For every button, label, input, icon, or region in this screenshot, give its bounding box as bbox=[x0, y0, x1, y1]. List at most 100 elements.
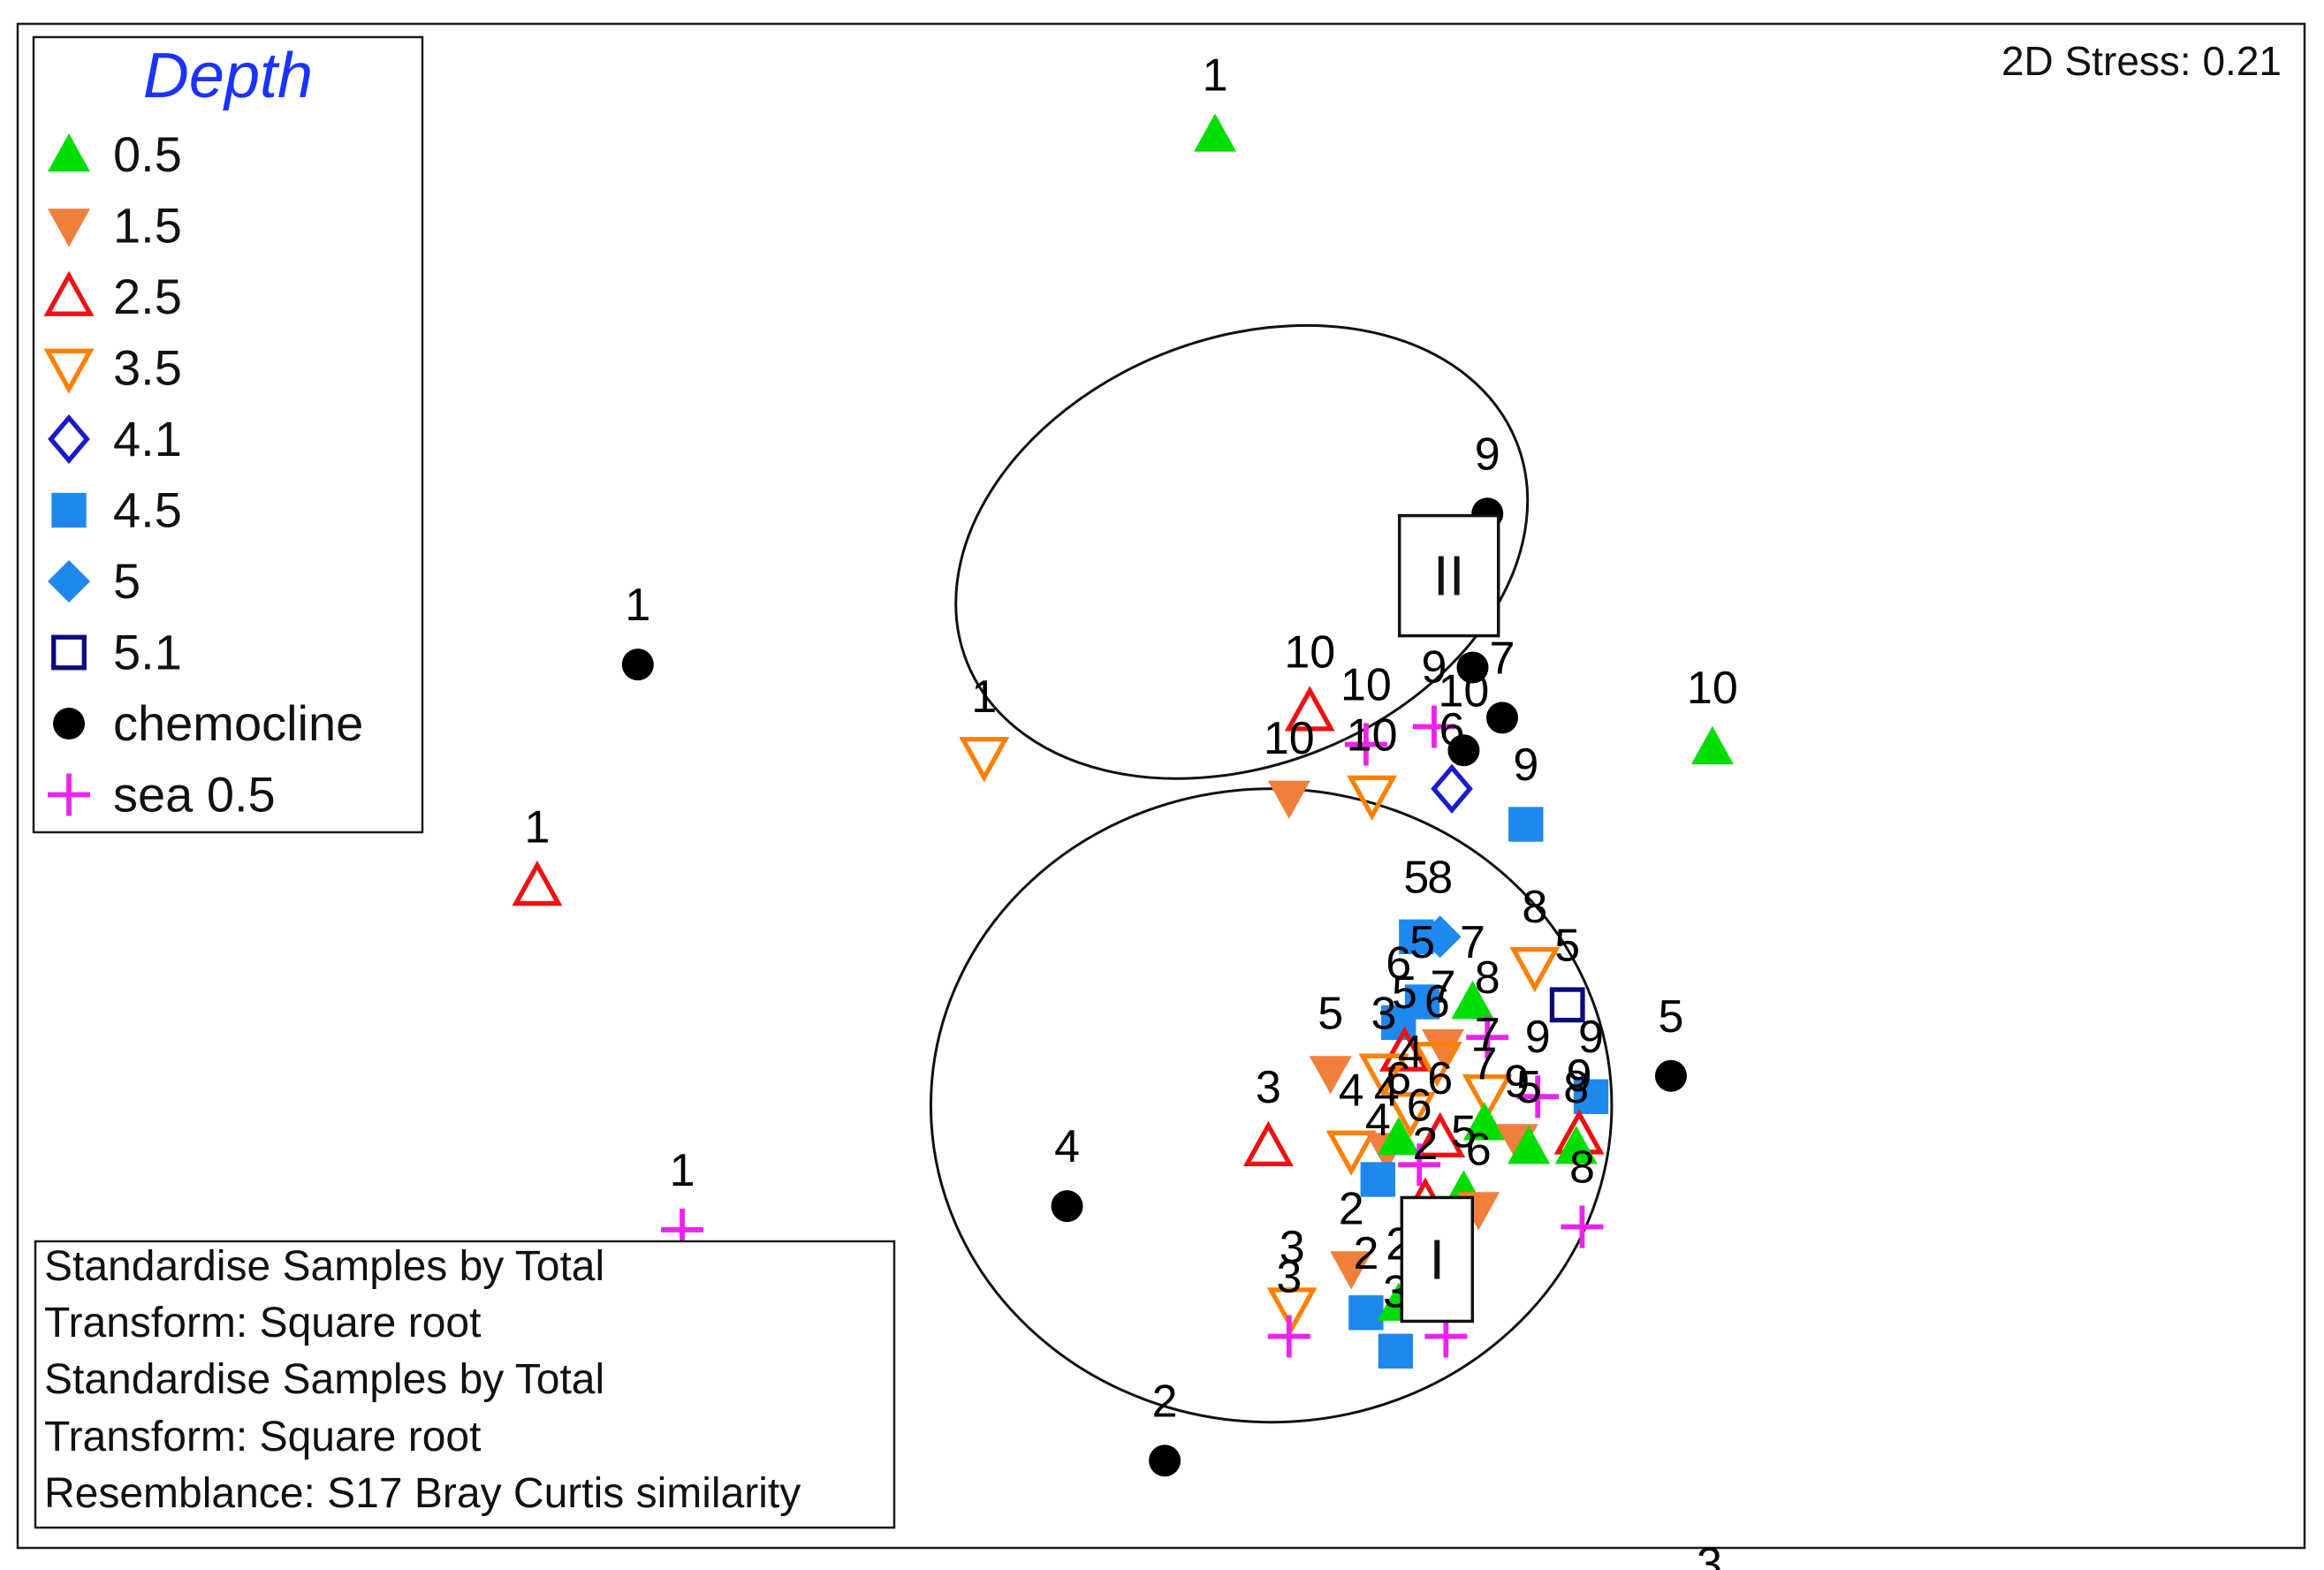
group-label-box-II bbox=[1397, 513, 1500, 638]
point-label-34: 3 bbox=[1371, 988, 1397, 1039]
legend-box bbox=[32, 35, 424, 834]
point-chem-6 bbox=[1051, 1190, 1083, 1223]
point-chem-13 bbox=[1486, 702, 1518, 734]
point-sea-32 bbox=[1466, 1016, 1509, 1059]
point-d15-30 bbox=[1422, 1029, 1464, 1068]
point-d35-18 bbox=[1347, 775, 1398, 821]
point-d41-20 bbox=[1431, 763, 1473, 814]
point-label-14: 10 bbox=[1439, 665, 1490, 717]
point-label-52: 5 bbox=[1451, 1106, 1477, 1157]
stress-value: 2D Stress: 0.21 bbox=[2001, 38, 2282, 84]
point-label-40: 9 bbox=[1504, 1056, 1530, 1107]
point-label-44: 3 bbox=[1256, 1062, 1281, 1113]
info-box-frame bbox=[34, 1240, 896, 1529]
point-label-56: 3 bbox=[1280, 1222, 1305, 1273]
point-label-16: 10 bbox=[1340, 660, 1392, 711]
point-d05-38 bbox=[1462, 1102, 1506, 1141]
point-d15-33 bbox=[1309, 1056, 1352, 1095]
plot-frame bbox=[16, 22, 2306, 1550]
point-d05-26 bbox=[1451, 981, 1494, 1020]
point-label-0: 1 bbox=[1203, 49, 1228, 101]
point-sea-54 bbox=[1561, 1205, 1604, 1248]
point-label-35: 7 bbox=[1475, 1009, 1500, 1060]
point-label-8: 3 bbox=[1697, 1539, 1722, 1570]
point-sea-36 bbox=[1516, 1075, 1560, 1119]
point-d05-43 bbox=[1554, 1126, 1598, 1164]
point-label-10: 10 bbox=[1687, 663, 1738, 714]
point-label-37: 9 bbox=[1578, 1012, 1604, 1063]
group-ellipse-II bbox=[954, 323, 1530, 780]
point-d05-47 bbox=[1377, 1117, 1420, 1156]
point-label-2: 1 bbox=[971, 671, 997, 723]
point-label-59: 3 bbox=[1276, 1252, 1302, 1303]
point-label-32: 8 bbox=[1475, 952, 1500, 1004]
point-label-46: 4 bbox=[1374, 1066, 1400, 1117]
point-label-27: 8 bbox=[1522, 882, 1547, 933]
info-line-4: Transform: Square root bbox=[44, 1414, 481, 1460]
point-label-45: 4 bbox=[1339, 1066, 1364, 1117]
point-label-23: 5 bbox=[1403, 852, 1429, 903]
point-d45-37 bbox=[1573, 1079, 1609, 1114]
legend-label-d05: 0.5 bbox=[113, 126, 182, 182]
info-line-2: Transform: Square root bbox=[44, 1300, 481, 1346]
group-labels: III bbox=[1397, 513, 1500, 1324]
group-label-I: I bbox=[1429, 1227, 1445, 1291]
point-label-13: 7 bbox=[1490, 633, 1515, 684]
point-d15-19 bbox=[1267, 780, 1310, 819]
point-label-50: 4 bbox=[1365, 1095, 1391, 1146]
point-d25-3 bbox=[512, 860, 563, 906]
point-label-55: 2 bbox=[1339, 1184, 1364, 1235]
point-label-17: 9 bbox=[1421, 641, 1447, 693]
point-label-48: 6 bbox=[1427, 1053, 1453, 1104]
point-d25-15 bbox=[1284, 686, 1335, 732]
point-label-18: 10 bbox=[1347, 710, 1398, 762]
point-d35-39 bbox=[1385, 1092, 1436, 1138]
legend-label-sea: sea 0.5 bbox=[113, 767, 276, 823]
point-sea-49 bbox=[1398, 1143, 1441, 1187]
point-label-36: 9 bbox=[1525, 1012, 1551, 1063]
point-label-21: 9 bbox=[1513, 739, 1538, 791]
legend-marker-d41 bbox=[48, 413, 90, 465]
point-label-7: 2 bbox=[1152, 1376, 1178, 1427]
point-d35-35 bbox=[1462, 1074, 1513, 1120]
point-d25-44 bbox=[1242, 1120, 1294, 1166]
legend-marker-d35 bbox=[43, 348, 95, 394]
legend-marker-d5 bbox=[48, 560, 90, 603]
point-d15-55 bbox=[1330, 1251, 1373, 1290]
point-label-49: 6 bbox=[1407, 1080, 1432, 1131]
point-d35-31 bbox=[1411, 1042, 1462, 1088]
point-sea-59 bbox=[1267, 1315, 1310, 1358]
point-d05-0 bbox=[1194, 113, 1237, 152]
point-label-57: 2 bbox=[1353, 1228, 1378, 1279]
point-d35-2 bbox=[959, 737, 1010, 783]
legend-label-d15: 1.5 bbox=[113, 198, 182, 254]
group-ellipse-I bbox=[929, 787, 1614, 1424]
group-label-II: II bbox=[1433, 544, 1465, 608]
point-sea-16 bbox=[1344, 723, 1387, 766]
point-d45-57 bbox=[1348, 1295, 1384, 1331]
legend-label-d35: 3.5 bbox=[113, 340, 182, 396]
point-label-26: 7 bbox=[1460, 917, 1485, 968]
point-label-3: 1 bbox=[524, 801, 550, 853]
point-label-28: 5 bbox=[1554, 920, 1580, 971]
point-d45-21 bbox=[1508, 807, 1544, 842]
point-label-38: 7 bbox=[1471, 1038, 1497, 1089]
point-label-51: 2 bbox=[1412, 1119, 1438, 1170]
point-label-47: 6 bbox=[1386, 1053, 1411, 1104]
point-label-42: 9 bbox=[1567, 1050, 1592, 1102]
info-box: Standardise Samples by Total Transform: … bbox=[34, 1240, 896, 1529]
point-label-9: 5 bbox=[1658, 991, 1683, 1043]
point-d45-23 bbox=[1399, 919, 1434, 954]
point-label-20: 6 bbox=[1439, 704, 1465, 755]
legend-marker-d45 bbox=[51, 492, 87, 528]
point-label-24: 6 bbox=[1386, 937, 1411, 989]
point-d45-25 bbox=[1404, 984, 1440, 1020]
point-label-41: 5 bbox=[1516, 1062, 1542, 1113]
point-chem-7 bbox=[1149, 1445, 1181, 1477]
point-label-19: 10 bbox=[1264, 713, 1315, 764]
info-line-1: Standardise Samples by Total bbox=[44, 1243, 604, 1290]
legend-label-d45: 4.5 bbox=[113, 482, 182, 538]
group-ellipses bbox=[929, 323, 1614, 1424]
point-label-39: 4 bbox=[1398, 1027, 1424, 1078]
